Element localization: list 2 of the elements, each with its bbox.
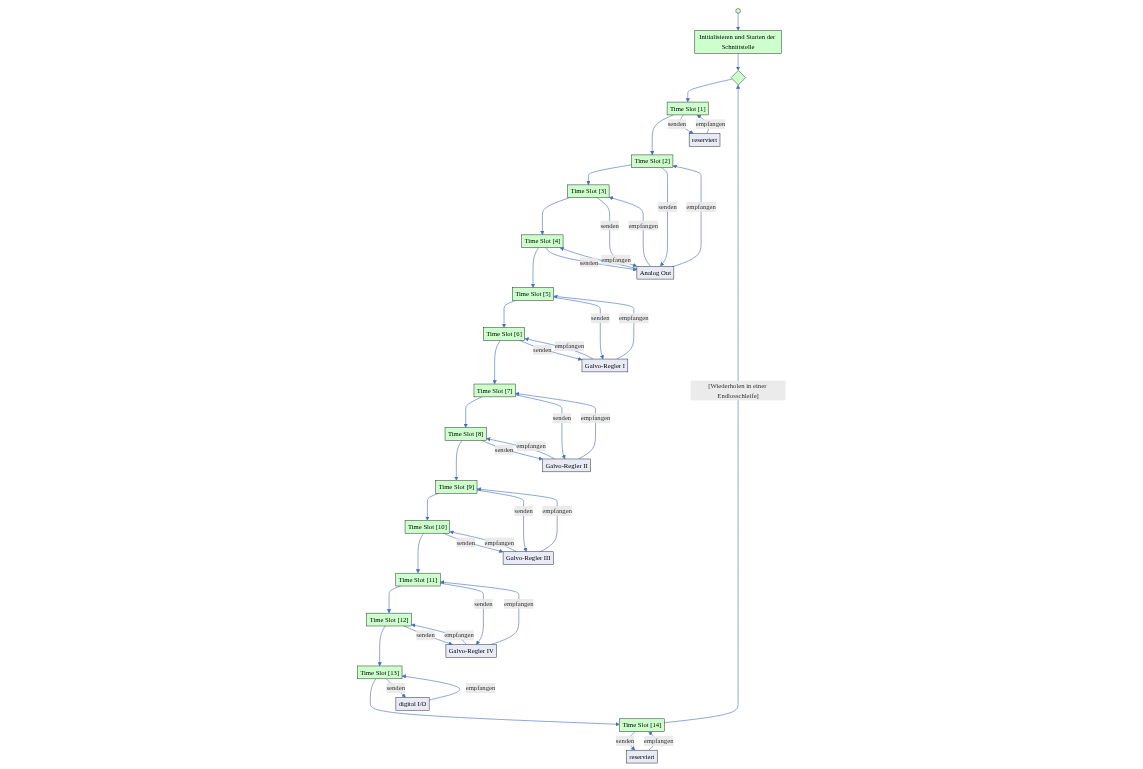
node-circle	[735, 8, 741, 14]
node-diamond	[730, 70, 746, 86]
